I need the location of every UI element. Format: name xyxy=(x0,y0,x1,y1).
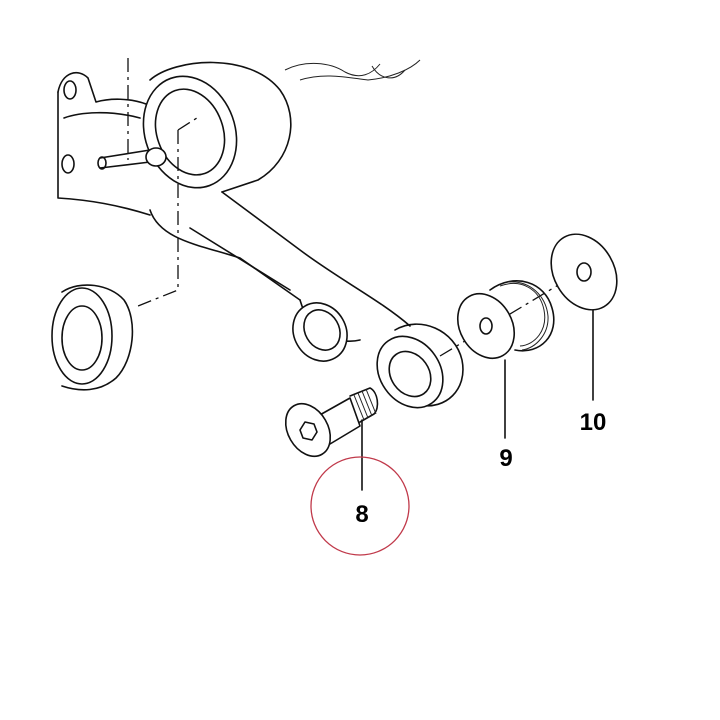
callout-label-10: 10 xyxy=(580,409,607,436)
housing-body xyxy=(57,59,421,216)
leader-lines xyxy=(361,309,594,491)
left-boss xyxy=(51,284,134,391)
part-8-shoulder-bolt xyxy=(284,387,379,458)
swing-arm xyxy=(149,191,464,409)
callout-label-8: 8 xyxy=(355,501,368,528)
callout-8-highlight-circle xyxy=(310,456,410,556)
callout-label-9: 9 xyxy=(499,445,512,472)
part-9-bushing xyxy=(456,280,555,359)
part-10-washer xyxy=(550,233,618,311)
